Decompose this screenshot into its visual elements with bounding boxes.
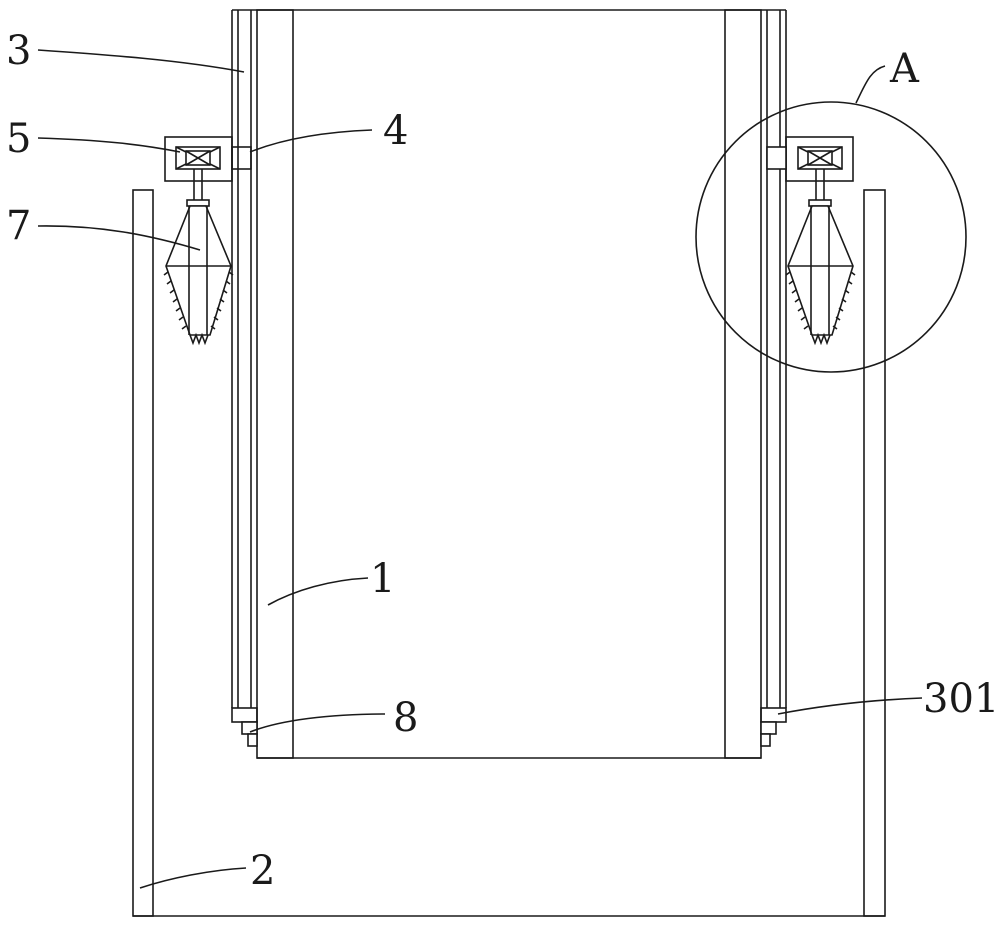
leader-lines (38, 50, 922, 888)
block-4-left (232, 147, 251, 169)
leader-301 (778, 698, 922, 714)
seal-8-right (761, 722, 776, 734)
outer-wall-left (133, 190, 153, 916)
inner-tube (257, 10, 761, 758)
outer-barrel (133, 190, 885, 916)
brush-left (164, 169, 233, 343)
inner-wall-right (725, 10, 761, 758)
leader-4 (250, 130, 372, 152)
label-1: 1 (370, 556, 395, 602)
leader-2 (140, 868, 246, 888)
leader-8 (250, 714, 385, 732)
sleeve-right (761, 10, 786, 746)
label-7: 7 (6, 203, 31, 249)
sleeve-left (232, 10, 257, 746)
label-5: 5 (6, 116, 31, 162)
label-2: 2 (250, 848, 275, 894)
leader-1 (268, 578, 368, 605)
label-4: 4 (383, 108, 408, 154)
label-3: 3 (6, 28, 31, 74)
block-4-right (767, 147, 786, 169)
label-a: A (889, 46, 920, 92)
ring-301-left (232, 708, 257, 722)
reference-labels: 3 5 7 4 A 1 8 301 2 (6, 28, 999, 894)
inner-wall-left (257, 10, 293, 758)
seal-8-left (242, 722, 257, 734)
label-301: 301 (923, 676, 999, 722)
outer-wall-right (864, 190, 885, 916)
leader-a (856, 66, 885, 103)
ring-301-right (761, 708, 786, 722)
leader-5 (38, 138, 180, 152)
brush-right (786, 169, 855, 343)
label-8: 8 (393, 695, 418, 741)
leader-3 (38, 50, 244, 72)
